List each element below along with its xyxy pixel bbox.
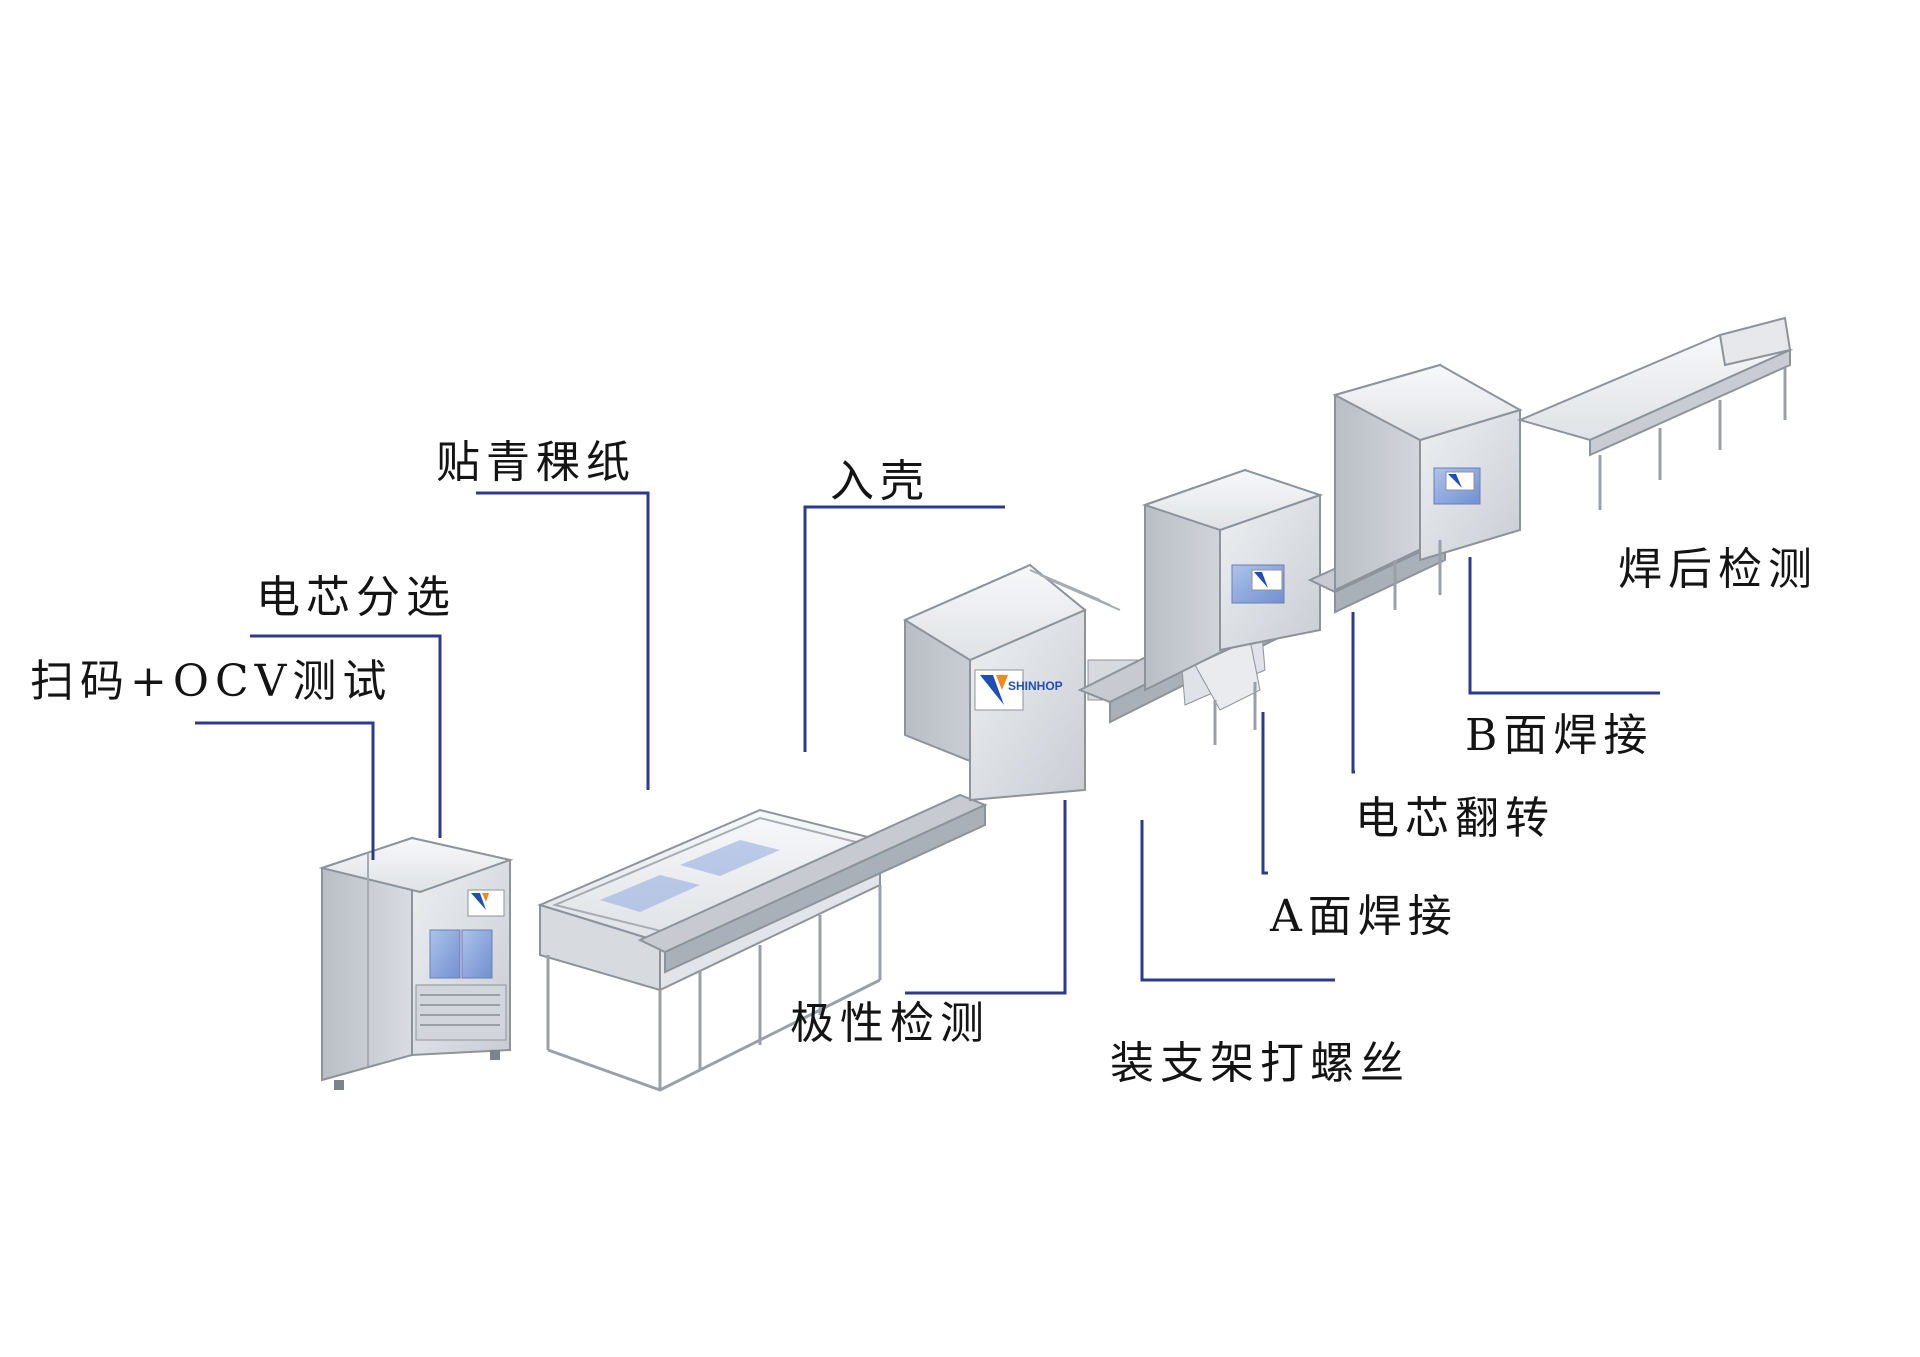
label-face-b-weld: B面焊接 [1465, 710, 1654, 761]
leader-bracket-screw [1140, 820, 1335, 982]
conveyor-1 [637, 793, 988, 974]
label-casing: 入壳 [830, 456, 930, 507]
label-barley-paper: 贴青稞纸 [436, 437, 636, 488]
label-bracket-screw: 装支架打螺丝 [1110, 1038, 1410, 1089]
label-face-a-weld: A面焊接 [1270, 891, 1458, 942]
station-post-weld-check [1517, 316, 1794, 510]
logo-casing: SHINHOP [1008, 679, 1063, 693]
leader-face-b-weld [1468, 557, 1660, 695]
leader-face-a-weld [1261, 712, 1268, 875]
leader-cell-flip [1351, 612, 1355, 774]
label-cell-sorting: 电芯分选 [256, 572, 456, 623]
station-face-b-weld [1332, 363, 1523, 610]
leader-cell-sorting [250, 634, 442, 838]
leader-barley-paper [476, 491, 650, 790]
leader-polarity-check [905, 800, 1067, 995]
label-scan-ocv: 扫码+OCV测试 [30, 656, 393, 707]
leader-lines [195, 491, 1660, 995]
station-face-a-weld [1141, 468, 1324, 692]
label-post-weld-check: 焊后检测 [1618, 544, 1818, 595]
leader-casing [803, 505, 1005, 752]
label-cell-flip: 电芯翻转 [1355, 793, 1555, 844]
leader-scan-ocv [195, 721, 375, 860]
station-scan-ocv [318, 836, 514, 1090]
station-casing: SHINHOP [902, 563, 1139, 802]
label-polarity-check: 极性检测 [790, 998, 990, 1049]
